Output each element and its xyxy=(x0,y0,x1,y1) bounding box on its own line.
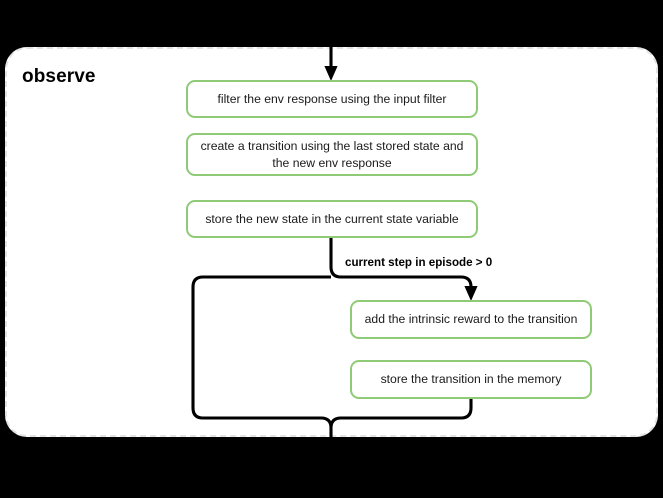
node-label: store the transition in the memory xyxy=(380,372,562,387)
edge-label-condition: current step in episode > 0 xyxy=(345,256,493,269)
node-label: add the intrinsic reward to the transiti… xyxy=(364,312,578,327)
node-label: store the new state in the current state… xyxy=(205,211,459,226)
node-store-transition[interactable]: store the transition in the memory xyxy=(350,360,592,399)
subgraph-title: observe xyxy=(22,66,96,87)
node-label: filter the env response using the input … xyxy=(217,91,447,106)
node-add-intrinsic-reward[interactable]: add the intrinsic reward to the transiti… xyxy=(350,300,592,339)
node-filter-env-response[interactable]: filter the env response using the input … xyxy=(186,80,478,118)
node-label: create a transition using the last store… xyxy=(200,139,464,170)
node-store-new-state[interactable]: store the new state in the current state… xyxy=(186,200,478,238)
node-create-transition[interactable]: create a transition using the last store… xyxy=(186,133,478,176)
